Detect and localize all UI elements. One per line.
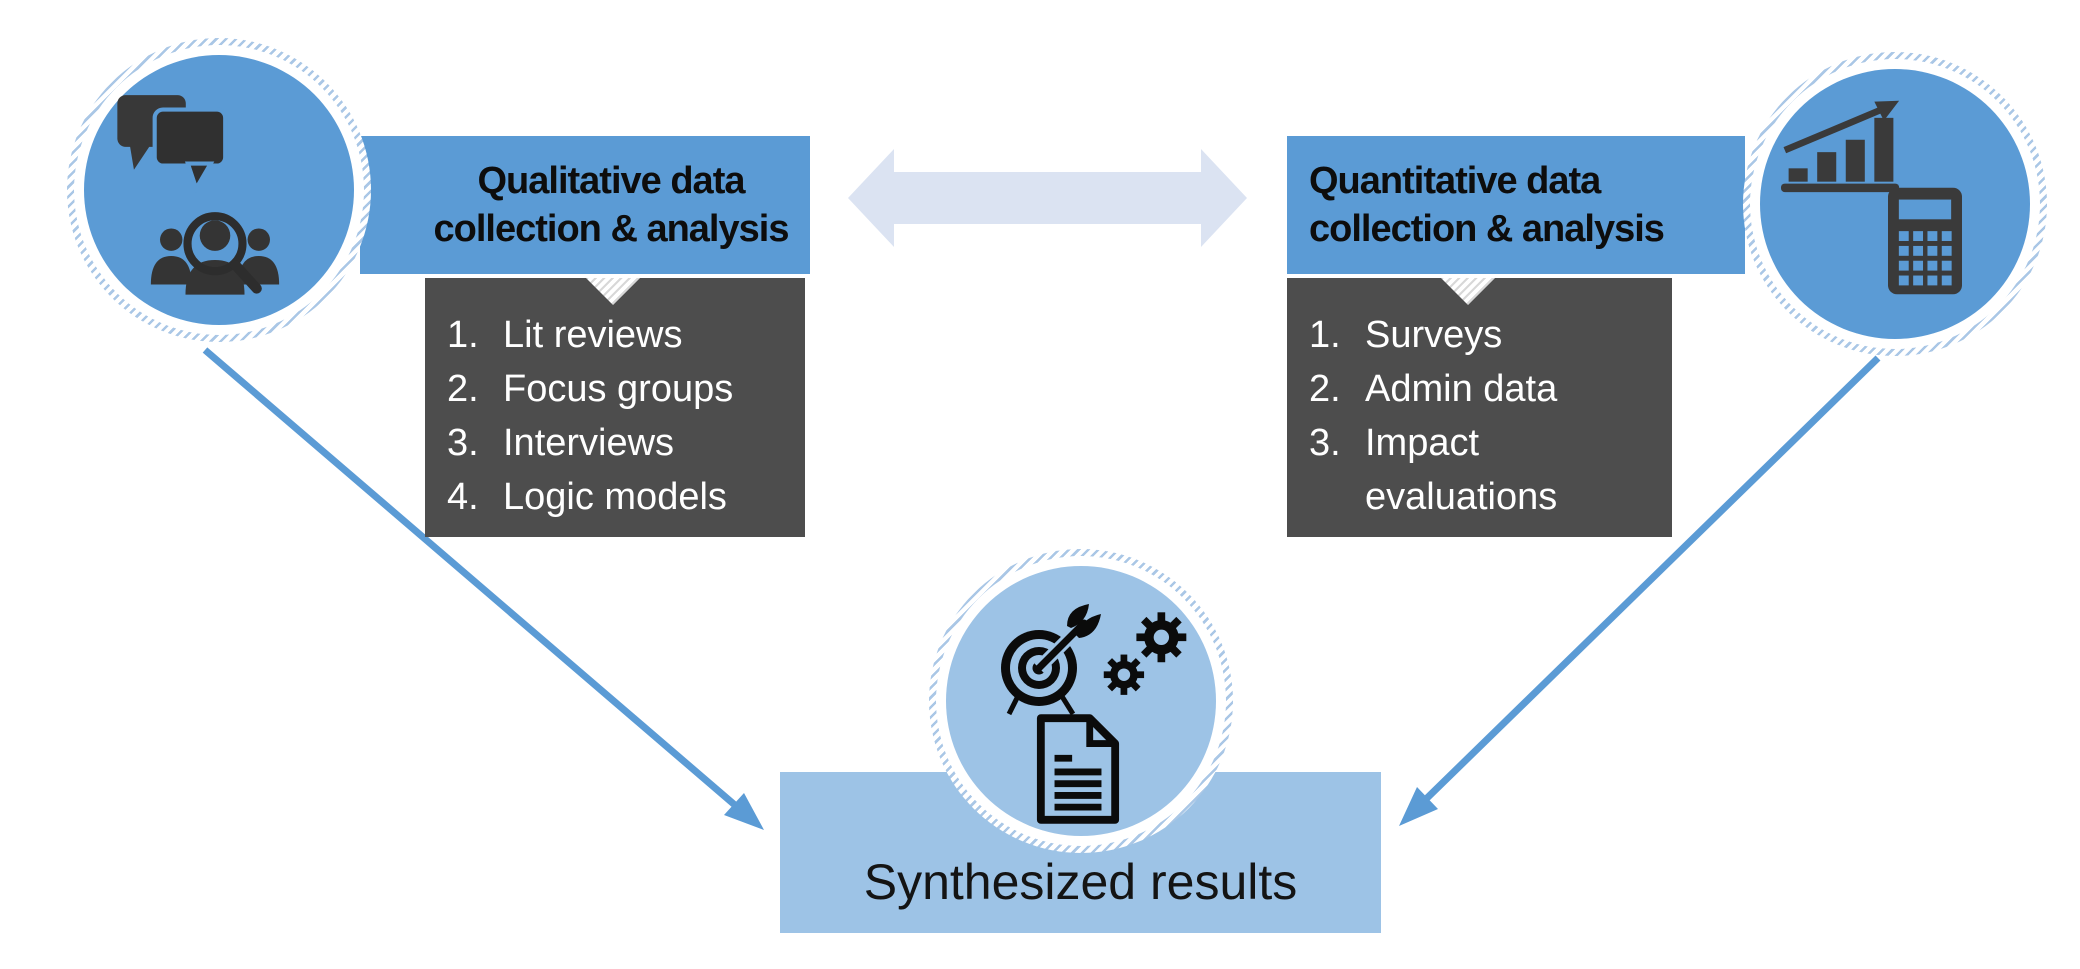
notch-icon: [586, 278, 640, 305]
quantitative-title-line1: Quantitative data: [1309, 160, 1601, 202]
calculator-icon: [1888, 187, 1962, 295]
target-dart-icon: [1001, 604, 1101, 716]
chat-bubbles-icon: [117, 95, 228, 194]
notch-icon: [1441, 278, 1495, 305]
focus-group-search-icon: [150, 212, 280, 295]
qualitative-to-results-arrow: [202, 347, 764, 830]
qualitative-list-box: 1.Lit reviews 2.Focus groups 3.Interview…: [425, 278, 805, 537]
quantitative-to-results-arrow: [1399, 355, 1881, 826]
quantitative-list: 1.Surveys 2.Admin data 3.Impact evaluati…: [1287, 308, 1672, 524]
qualitative-circle: [67, 38, 371, 342]
qualitative-header: Qualitative data collection & analysis: [360, 136, 810, 274]
exchange-arrow: [848, 149, 1247, 247]
list-item: 3.Impact evaluations: [1309, 422, 1558, 518]
results-circle: [929, 549, 1233, 853]
list-item: 4.Logic models: [447, 476, 727, 518]
quantitative-header: Quantitative data collection & analysis: [1287, 136, 1745, 274]
qualitative-list: 1.Lit reviews 2.Focus groups 3.Interview…: [425, 308, 805, 524]
list-item: 1.Lit reviews: [447, 314, 683, 356]
qualitative-title-line1: Qualitative data: [477, 160, 746, 202]
document-icon: [1036, 714, 1120, 824]
bar-chart-growth-icon: [1781, 100, 1900, 193]
list-item: 2.Focus groups: [447, 368, 734, 410]
list-item: 3.Interviews: [447, 422, 675, 464]
quantitative-title-line2: collection & analysis: [1309, 208, 1665, 250]
list-item: 1.Surveys: [1309, 314, 1503, 356]
synthesized-results-label: Synthesized results: [863, 854, 1298, 910]
qualitative-title-line2: collection & analysis: [433, 208, 790, 250]
gears-icon: [1103, 612, 1187, 695]
list-item: 2.Admin data: [1309, 368, 1558, 410]
quantitative-circle: [1743, 52, 2047, 356]
quantitative-list-box: 1.Surveys 2.Admin data 3.Impact evaluati…: [1287, 278, 1672, 537]
